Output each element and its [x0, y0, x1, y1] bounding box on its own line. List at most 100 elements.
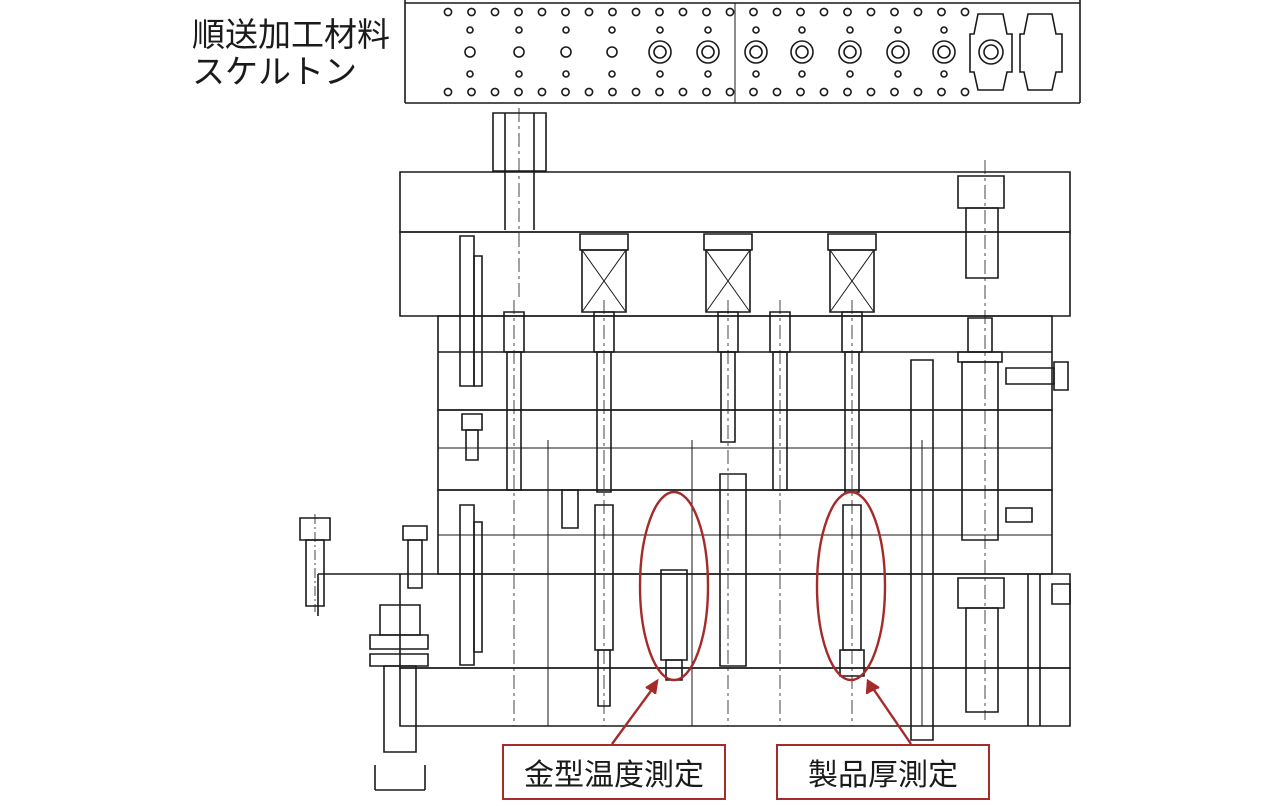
punch	[580, 234, 628, 726]
strip-hole	[773, 88, 780, 95]
strip-hole	[563, 71, 569, 77]
strip-hole	[607, 47, 617, 57]
strip-hole	[491, 8, 498, 15]
strip-label-line2: スケルトン	[192, 52, 357, 91]
callout-marks	[612, 490, 911, 744]
strip-hole	[961, 8, 968, 15]
die-plates	[318, 172, 1070, 726]
strip-hole	[892, 46, 904, 58]
strip-hole	[941, 27, 947, 33]
strip-hole	[914, 88, 921, 95]
strip-hole	[465, 47, 475, 57]
pilot-shank	[493, 108, 546, 300]
strip-hole	[585, 88, 592, 95]
strip-hole	[444, 8, 451, 15]
strip-holes	[444, 8, 968, 95]
strip-hole	[914, 8, 921, 15]
strip-hole	[632, 88, 639, 95]
strip-hole	[705, 27, 711, 33]
strip-hole	[938, 46, 950, 58]
strip-hole	[847, 71, 853, 77]
punch	[770, 300, 790, 726]
strip-hole	[516, 71, 522, 77]
strip-hole	[702, 46, 714, 58]
strip-hole	[891, 88, 898, 95]
strip-hole	[467, 71, 473, 77]
strip-hole	[609, 71, 615, 77]
strip-hole	[797, 88, 804, 95]
strip-hole	[516, 27, 522, 33]
strip-hole	[697, 41, 719, 63]
strip-hole	[703, 8, 710, 15]
strip-hole	[839, 41, 861, 63]
strip-hole	[799, 27, 805, 33]
strip-hole	[753, 71, 759, 77]
strip-hole	[753, 27, 759, 33]
strip-hole	[632, 8, 639, 15]
strip-hole	[654, 46, 666, 58]
strip-hole	[562, 88, 569, 95]
strip-hole	[745, 41, 767, 63]
strip-hole	[538, 8, 545, 15]
strip-skeleton	[405, 0, 1080, 103]
thickness-ellipse	[815, 490, 887, 682]
mold-temp-arrow	[612, 684, 656, 744]
strip-hole	[820, 8, 827, 15]
strip-hole	[468, 8, 475, 15]
strip-hole	[961, 88, 968, 95]
strip-hole	[609, 27, 615, 33]
strip-hole	[844, 8, 851, 15]
left-slots	[460, 236, 482, 665]
strip-hole	[820, 88, 827, 95]
strip-cutout	[970, 14, 1012, 90]
strip-hole	[656, 8, 663, 15]
die-insert	[598, 650, 610, 706]
punch	[704, 234, 752, 726]
strip-hole	[938, 88, 945, 95]
strip-hole	[933, 41, 955, 63]
strip-hole	[797, 8, 804, 15]
strip-hole	[563, 27, 569, 33]
strip-hole	[844, 88, 851, 95]
strip-label-line1: 順送加工材料	[192, 15, 390, 54]
strip-hole	[491, 88, 498, 95]
strip-hole	[609, 8, 616, 15]
strip-hole	[705, 71, 711, 77]
strip-hole	[750, 88, 757, 95]
left-bolts	[300, 514, 428, 790]
strip-hole	[609, 88, 616, 95]
strip-hole	[585, 8, 592, 15]
strip-hole	[891, 8, 898, 15]
strip-hole	[791, 41, 813, 63]
thickness-arrow	[870, 684, 911, 744]
die-insert	[666, 660, 682, 680]
strip-hole	[895, 27, 901, 33]
strip-hole	[679, 88, 686, 95]
strip-hole	[938, 8, 945, 15]
strip-hole	[468, 88, 475, 95]
strip-hole	[703, 88, 710, 95]
die-insert	[840, 650, 864, 676]
strip-hole	[726, 8, 733, 15]
punch	[504, 300, 524, 726]
callout-mold-temperature: 金型温度測定	[502, 744, 726, 800]
strip-hole	[515, 8, 522, 15]
strip-hole	[726, 88, 733, 95]
strip-hole	[799, 71, 805, 77]
strip-hole	[750, 46, 762, 58]
strip-hole	[514, 47, 524, 57]
strip-hole	[538, 88, 545, 95]
mold-temp-ellipse	[638, 490, 710, 682]
strip-hole	[657, 27, 663, 33]
strip-hole	[895, 71, 901, 77]
die-insert	[911, 360, 933, 740]
strip-hole	[444, 88, 451, 95]
strip-hole	[561, 47, 571, 57]
callout-product-thickness: 製品厚測定	[776, 744, 990, 800]
punch	[828, 234, 876, 726]
die-insert	[720, 474, 746, 666]
strip-hole	[887, 41, 909, 63]
strip-cutout-2	[1020, 14, 1062, 90]
